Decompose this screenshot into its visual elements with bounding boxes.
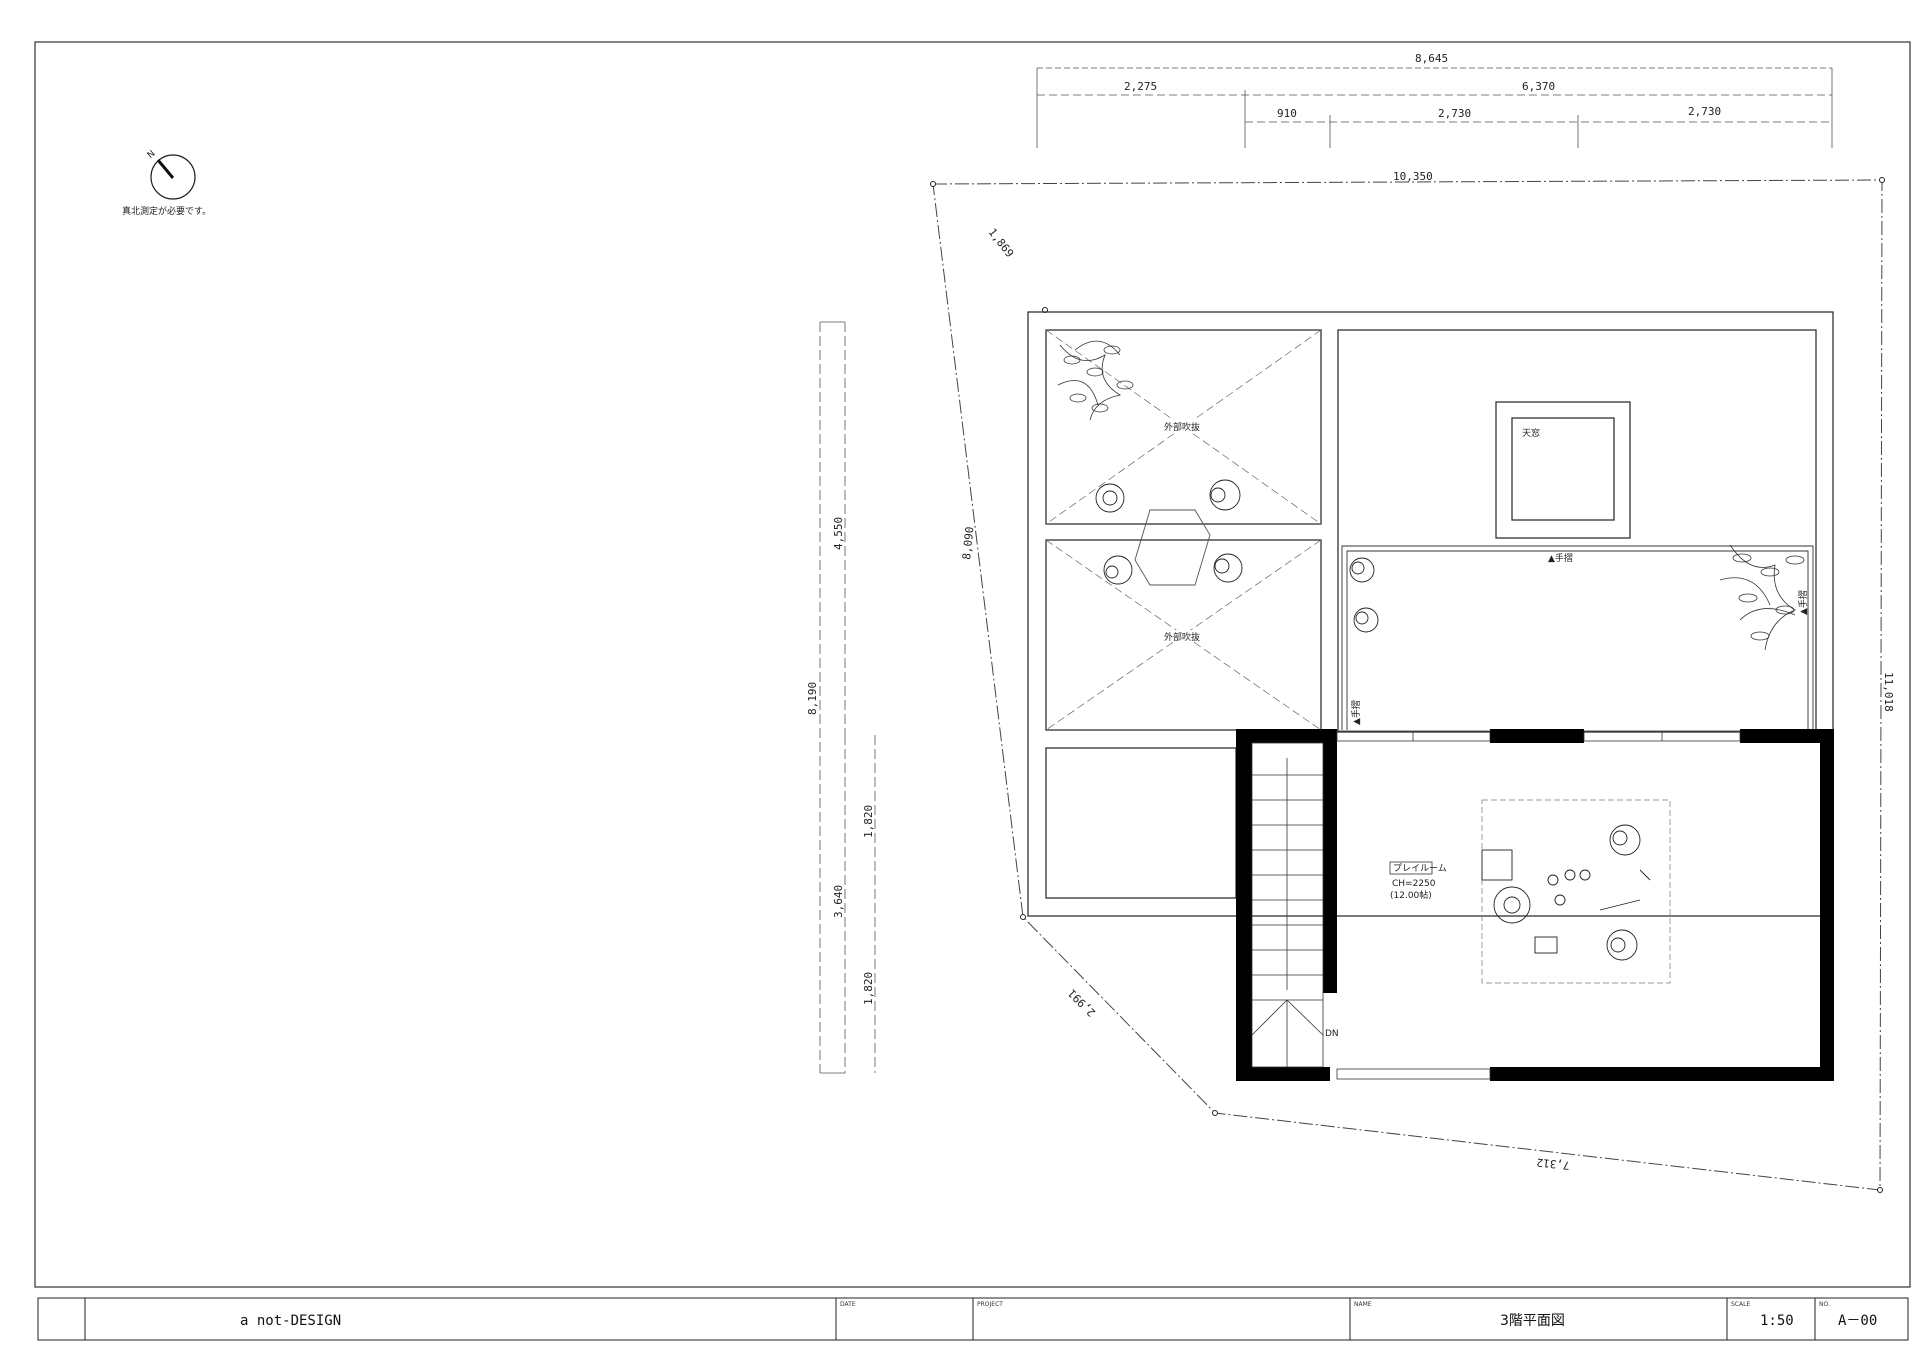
date-label: DATE	[840, 1301, 856, 1308]
dim-top-sub-1: 910	[1277, 107, 1297, 120]
site-left-edge: 8,090	[960, 526, 976, 560]
top-dimensions	[1036, 67, 1833, 148]
dim-left-lower-b: 1,820	[862, 972, 875, 1005]
site-top-edge: 10,350	[1393, 170, 1433, 183]
north-letter: N	[146, 149, 158, 161]
dim-top-right: 6,370	[1522, 80, 1555, 93]
dim-left-upper: 4,550	[832, 517, 845, 550]
handrail	[1341, 545, 1814, 730]
dim-top-left: 2,275	[1124, 80, 1157, 93]
handrail-left-label: ▲手摺	[1350, 700, 1362, 725]
playroom-ch: CH=2250	[1392, 879, 1436, 889]
skylight-label: 天窓	[1522, 427, 1540, 439]
playroom-name-box	[1389, 861, 1433, 875]
dim-left-lower-a: 1,820	[862, 805, 875, 838]
scale-value: 1:50	[1760, 1313, 1794, 1329]
dim-top-sub-3: 2,730	[1688, 105, 1721, 118]
skylight	[1495, 401, 1631, 539]
scale-label: SCALE	[1731, 1301, 1750, 1308]
dim-left-lower: 3,640	[832, 885, 845, 918]
handrail-top-label: ▲手摺	[1548, 552, 1573, 564]
name-label: NAME	[1354, 1301, 1372, 1308]
dim-left-total: 8,190	[806, 682, 819, 715]
sheet-border	[34, 41, 1911, 1288]
site-upper-left-edge: 1,869	[986, 226, 1017, 260]
playroom-rug	[1481, 799, 1671, 984]
stair-dn-label: DN	[1325, 1029, 1339, 1039]
north-note: 真北測定が必要です。	[122, 205, 211, 217]
playroom-size: (12.00帖)	[1390, 889, 1432, 901]
playroom-name: プレイルーム	[1393, 863, 1447, 874]
people-figures-icon	[1095, 479, 1651, 961]
plant-icon	[1057, 340, 1805, 651]
site-lower-left-edge: 2,991	[1066, 986, 1099, 1019]
exterior-void-diagonals	[1045, 329, 1322, 731]
exterior-void-1-label: 外部吹抜	[1164, 421, 1200, 433]
site-corner-markers	[930, 177, 1885, 1193]
site-right-edge: 11,018	[1882, 672, 1895, 712]
site-bottom-edge: 7,312	[1536, 1156, 1570, 1172]
number-label: NO.	[1819, 1301, 1830, 1308]
playroom-windows	[1336, 730, 1741, 1080]
exterior-void-2-label: 外部吹抜	[1164, 631, 1200, 643]
staircase	[1251, 742, 1324, 1068]
dim-top-sub-2: 2,730	[1438, 107, 1471, 120]
project-label: PROJECT	[977, 1301, 1003, 1308]
company-name: a not-DESIGN	[240, 1313, 341, 1329]
title-block	[37, 1297, 1909, 1341]
left-dimensions	[819, 321, 876, 1074]
exterior-void-label-bg	[1160, 420, 1208, 642]
playroom-walls	[1236, 729, 1834, 1081]
dim-top-total: 8,645	[1415, 52, 1448, 65]
drawing-name: 3階平面図	[1500, 1313, 1565, 1329]
site-boundary	[932, 179, 1883, 1191]
handrail-right-label: ▲手摺	[1797, 590, 1809, 615]
north-arrow-icon: N	[146, 149, 196, 200]
sheet-number: A－00	[1838, 1313, 1877, 1329]
